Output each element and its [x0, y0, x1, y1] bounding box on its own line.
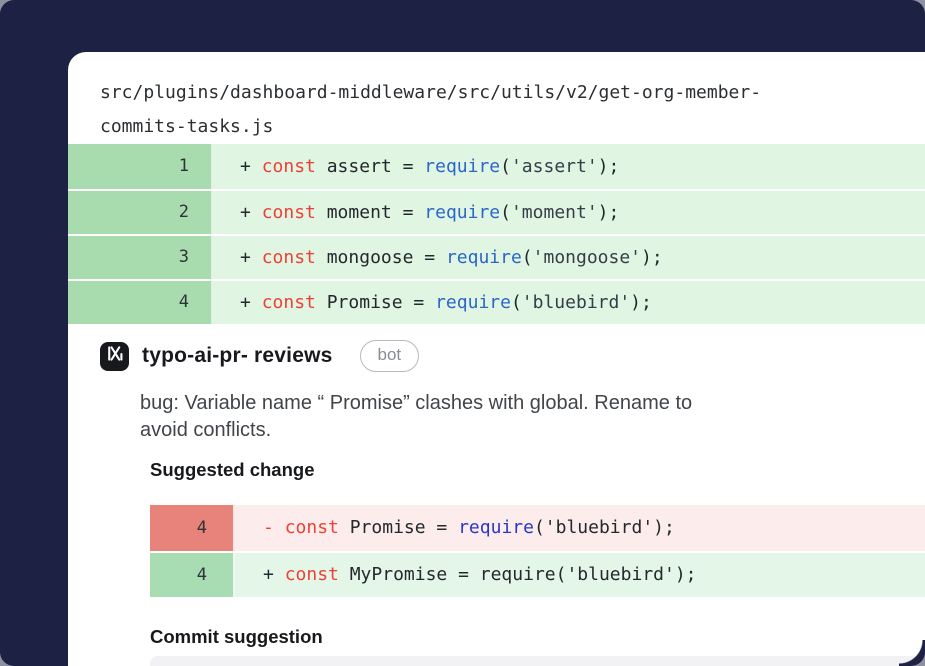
frame-corner-decoration: [899, 640, 925, 666]
suggestion-row-del: 4- const Promise = require('bluebird');: [150, 505, 925, 551]
code-token: require: [424, 156, 501, 177]
code-token: mongoose =: [326, 247, 446, 268]
code-token: );: [630, 292, 652, 313]
suggested-change-heading: Suggested change: [150, 459, 315, 480]
code-token: ('bluebird');: [533, 517, 675, 538]
typo-x-logo-icon: [104, 343, 125, 369]
code-token: );: [597, 202, 620, 223]
diff-row: 1+ const assert = require('assert');: [68, 144, 925, 189]
line-number[interactable]: 4: [68, 281, 212, 324]
code-line: + const mongoose = require('mongoose');: [212, 236, 925, 279]
bot-author-name[interactable]: typo-ai-pr- reviews: [142, 344, 333, 367]
code-token: require: [458, 517, 534, 538]
comment-header: typo-ai-pr- reviews bot: [100, 340, 925, 372]
bot-comment: typo-ai-pr- reviews bot bug: Variable na…: [100, 340, 925, 666]
code-token: +: [240, 202, 262, 223]
file-path: src/plugins/dashboard-middleware/src/uti…: [100, 76, 820, 144]
comment-body-line1: bug: Variable name “ Promise” clashes wi…: [140, 392, 693, 414]
code-token: +: [263, 564, 285, 585]
code-line: + const MyPromise = require('bluebird');: [235, 553, 925, 597]
diff-row: 2+ const moment = require('moment');: [68, 189, 925, 234]
code-token: Promise =: [326, 292, 436, 313]
code-token: -: [263, 517, 285, 538]
diff-table: 1+ const assert = require('assert');2+ c…: [68, 144, 925, 324]
code-token: assert =: [326, 156, 425, 177]
line-number[interactable]: 1: [68, 144, 212, 189]
commit-suggestion-bar[interactable]: [150, 656, 925, 666]
code-token: );: [597, 156, 620, 177]
line-number[interactable]: 2: [68, 191, 212, 234]
line-number: 4: [150, 553, 235, 597]
code-token: 'mongoose': [532, 247, 642, 268]
line-number[interactable]: 3: [68, 236, 212, 279]
code-token: (: [510, 292, 522, 313]
code-token: 'moment': [510, 202, 598, 223]
code-line: + const assert = require('assert');: [212, 144, 925, 189]
code-token: (: [500, 202, 511, 223]
code-token: (: [500, 156, 511, 177]
file-path-line1: src/plugins/dashboard-middleware/src/uti…: [100, 82, 762, 103]
commit-suggestion-heading: Commit suggestion: [150, 626, 323, 647]
code-token: +: [240, 156, 262, 177]
code-token: const: [261, 156, 327, 177]
code-token: Promise =: [349, 517, 459, 538]
code-token: 'bluebird': [521, 292, 631, 313]
suggestion-table: 4- const Promise = require('bluebird');4…: [150, 505, 925, 597]
code-token: );: [641, 247, 663, 268]
suggestion-row-add: 4+ const MyPromise = require('bluebird')…: [150, 551, 925, 597]
line-number: 4: [150, 505, 235, 551]
code-token: const: [261, 292, 327, 313]
code-token: require: [424, 202, 501, 223]
code-token: const: [261, 202, 327, 223]
bot-badge: bot: [359, 340, 420, 372]
code-token: require: [435, 292, 511, 313]
comment-body-line2: avoid conflicts.: [140, 419, 272, 441]
code-token: const: [284, 564, 350, 585]
comment-body: bug: Variable name “ Promise” clashes wi…: [140, 390, 925, 444]
code-token: 'assert': [510, 156, 598, 177]
bot-avatar[interactable]: [100, 341, 129, 371]
code-token: (: [521, 247, 533, 268]
code-line: - const Promise = require('bluebird');: [235, 505, 925, 551]
diff-row: 3+ const mongoose = require('mongoose');: [68, 234, 925, 279]
code-token: const: [261, 247, 327, 268]
code-token: +: [240, 247, 262, 268]
review-card: src/plugins/dashboard-middleware/src/uti…: [68, 52, 925, 666]
file-path-line2: commits-tasks.js: [100, 116, 274, 137]
code-token: moment =: [326, 202, 425, 223]
code-token: +: [240, 292, 262, 313]
code-line: + const moment = require('moment');: [212, 191, 925, 234]
code-token: MyPromise = require('bluebird');: [349, 564, 697, 585]
code-token: const: [284, 517, 350, 538]
code-token: require: [445, 247, 522, 268]
diff-row: 4+ const Promise = require('bluebird');: [68, 279, 925, 324]
code-line: + const Promise = require('bluebird');: [212, 281, 925, 324]
